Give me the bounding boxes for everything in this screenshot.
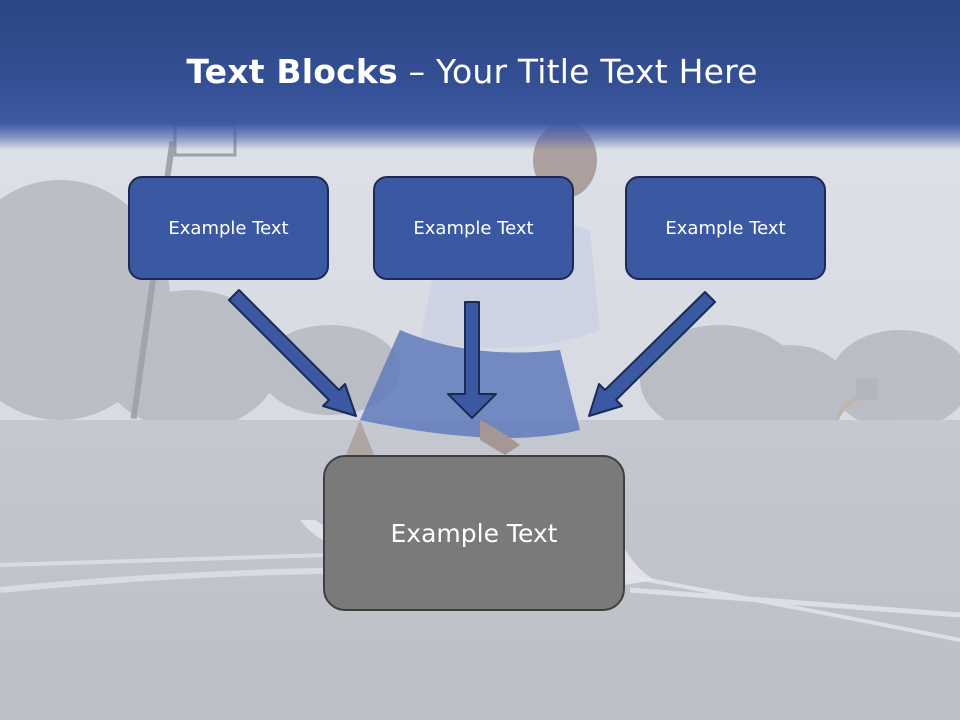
text-block-left[interactable]: Example Text bbox=[128, 176, 329, 280]
title-rest: Your Title Text Here bbox=[435, 52, 758, 91]
slide-title: Text Blocks – Your Title Text Here bbox=[0, 52, 944, 91]
text-block-right-label: Example Text bbox=[665, 217, 786, 239]
text-block-center-label: Example Text bbox=[390, 518, 558, 548]
text-block-middle-label: Example Text bbox=[413, 217, 534, 239]
header-band bbox=[0, 0, 960, 150]
text-block-center[interactable]: Example Text bbox=[323, 455, 625, 611]
title-bold: Text Blocks bbox=[186, 52, 398, 91]
title-separator: – bbox=[397, 52, 436, 91]
text-block-middle[interactable]: Example Text bbox=[373, 176, 574, 280]
text-block-left-label: Example Text bbox=[168, 217, 289, 239]
text-block-right[interactable]: Example Text bbox=[625, 176, 826, 280]
